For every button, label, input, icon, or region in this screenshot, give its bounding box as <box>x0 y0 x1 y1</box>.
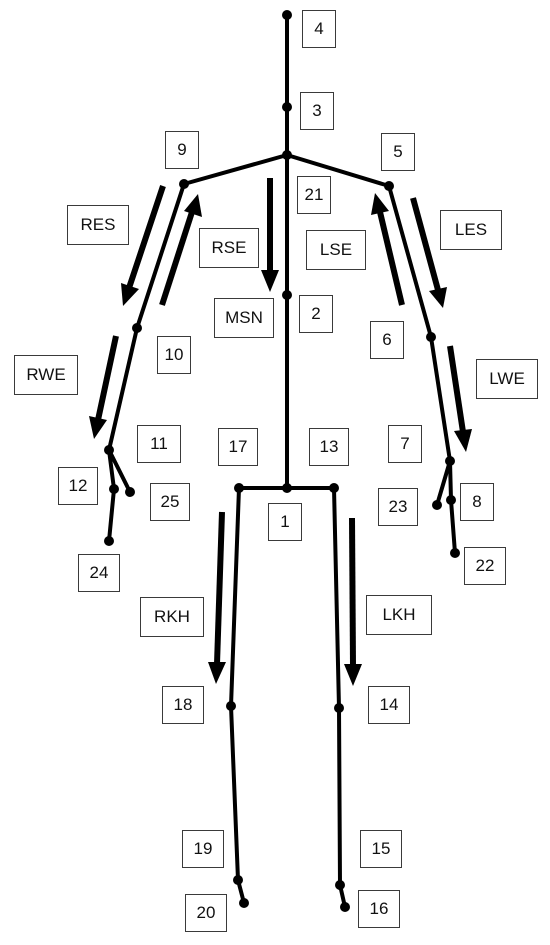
joint-label-5: 5 <box>381 133 415 171</box>
joint-8-dot <box>446 495 456 505</box>
joint-2-dot <box>282 290 292 300</box>
vector-label-msn: MSN <box>214 298 274 338</box>
joint-3-dot <box>282 102 292 112</box>
joint-label-22: 22 <box>464 547 506 585</box>
joint-16-dot <box>340 902 350 912</box>
joint-5-dot <box>384 181 394 191</box>
joint-label-13: 13 <box>309 428 349 466</box>
bone-right-thumb <box>107 448 116 491</box>
bone-left-hand-a <box>435 459 452 507</box>
vector-label-lkh: LKH <box>366 595 432 635</box>
joint-1-dot <box>282 483 292 493</box>
joint-22-dot <box>450 548 460 558</box>
joint-23-dot <box>432 500 442 510</box>
joint-18-dot <box>226 701 236 711</box>
vector-label-les: LES <box>440 210 502 250</box>
vector-label-rkh: RKH <box>140 597 204 637</box>
joint-25-dot <box>125 487 135 497</box>
bones <box>107 13 457 909</box>
bone-left-upper-arm <box>387 184 433 339</box>
joint-9-dot <box>179 179 189 189</box>
joint-19-dot <box>233 875 243 885</box>
joint-label-21: 21 <box>297 176 331 214</box>
joint-label-11: 11 <box>137 425 181 463</box>
bone-right-forearm <box>107 326 139 452</box>
bone-left-thigh <box>332 486 341 710</box>
joint-11-dot <box>104 445 114 455</box>
joint-label-17: 17 <box>218 428 258 466</box>
joint-label-24: 24 <box>78 554 120 592</box>
bone-left-clavicle <box>285 153 391 188</box>
joint-label-4: 4 <box>302 10 336 48</box>
arrow-msn <box>261 178 279 292</box>
arrow-lkh <box>344 517 362 686</box>
joint-label-25: 25 <box>150 483 190 521</box>
arrow-rse <box>159 194 202 306</box>
joint-label-23: 23 <box>378 488 418 526</box>
arrow-res <box>121 185 166 306</box>
vector-label-res: RES <box>67 205 129 245</box>
vector-label-lse: LSE <box>306 230 366 270</box>
bone-right-shin <box>229 704 240 882</box>
joint-14-dot <box>334 703 344 713</box>
vector-label-lwe: LWE <box>476 359 538 399</box>
bone-right-hand-tip <box>107 448 132 494</box>
joint-7-dot <box>445 456 455 466</box>
joint-label-14: 14 <box>368 686 410 724</box>
joint-6-dot <box>426 332 436 342</box>
bone-left-forearm <box>429 335 452 463</box>
vector-label-rse: RSE <box>199 228 259 268</box>
bone-right-thigh <box>229 486 241 708</box>
joint-20-dot <box>239 898 249 908</box>
joint-label-6: 6 <box>370 321 404 359</box>
joint-4-dot <box>282 10 292 20</box>
bone-right-upper-arm <box>135 182 186 330</box>
joint-label-15: 15 <box>360 830 402 868</box>
arrow-rkh <box>208 511 226 684</box>
arrow-rwe <box>89 335 119 439</box>
arrow-lwe <box>447 345 472 452</box>
joint-24-dot <box>104 536 114 546</box>
bone-right-clavicle <box>182 153 289 186</box>
joint-17-dot <box>234 483 244 493</box>
joint-label-2: 2 <box>299 295 333 333</box>
joint-12-dot <box>109 484 119 494</box>
joint-label-1: 1 <box>268 503 302 541</box>
joints <box>104 10 460 912</box>
bone-left-hand-b <box>448 459 453 502</box>
joint-label-18: 18 <box>162 686 204 724</box>
joint-label-3: 3 <box>300 92 334 130</box>
bone-right-finger <box>107 487 116 543</box>
vector-arrows <box>89 178 472 686</box>
bone-left-shin <box>337 706 342 887</box>
vector-label-rwe: RWE <box>14 355 78 395</box>
joint-label-10: 10 <box>157 336 191 374</box>
joint-label-20: 20 <box>185 894 227 932</box>
joint-label-12: 12 <box>58 467 98 505</box>
joint-label-8: 8 <box>460 483 494 521</box>
arrow-lse <box>371 193 405 306</box>
joint-10-dot <box>132 323 142 333</box>
bone-left-finger <box>449 498 457 555</box>
joint-13-dot <box>329 483 339 493</box>
joint-21-dot <box>282 150 292 160</box>
joint-label-9: 9 <box>165 131 199 169</box>
arrow-les <box>410 197 447 308</box>
joint-label-7: 7 <box>388 425 422 463</box>
joint-15-dot <box>335 880 345 890</box>
joint-label-19: 19 <box>182 830 224 868</box>
joint-label-16: 16 <box>358 890 400 928</box>
